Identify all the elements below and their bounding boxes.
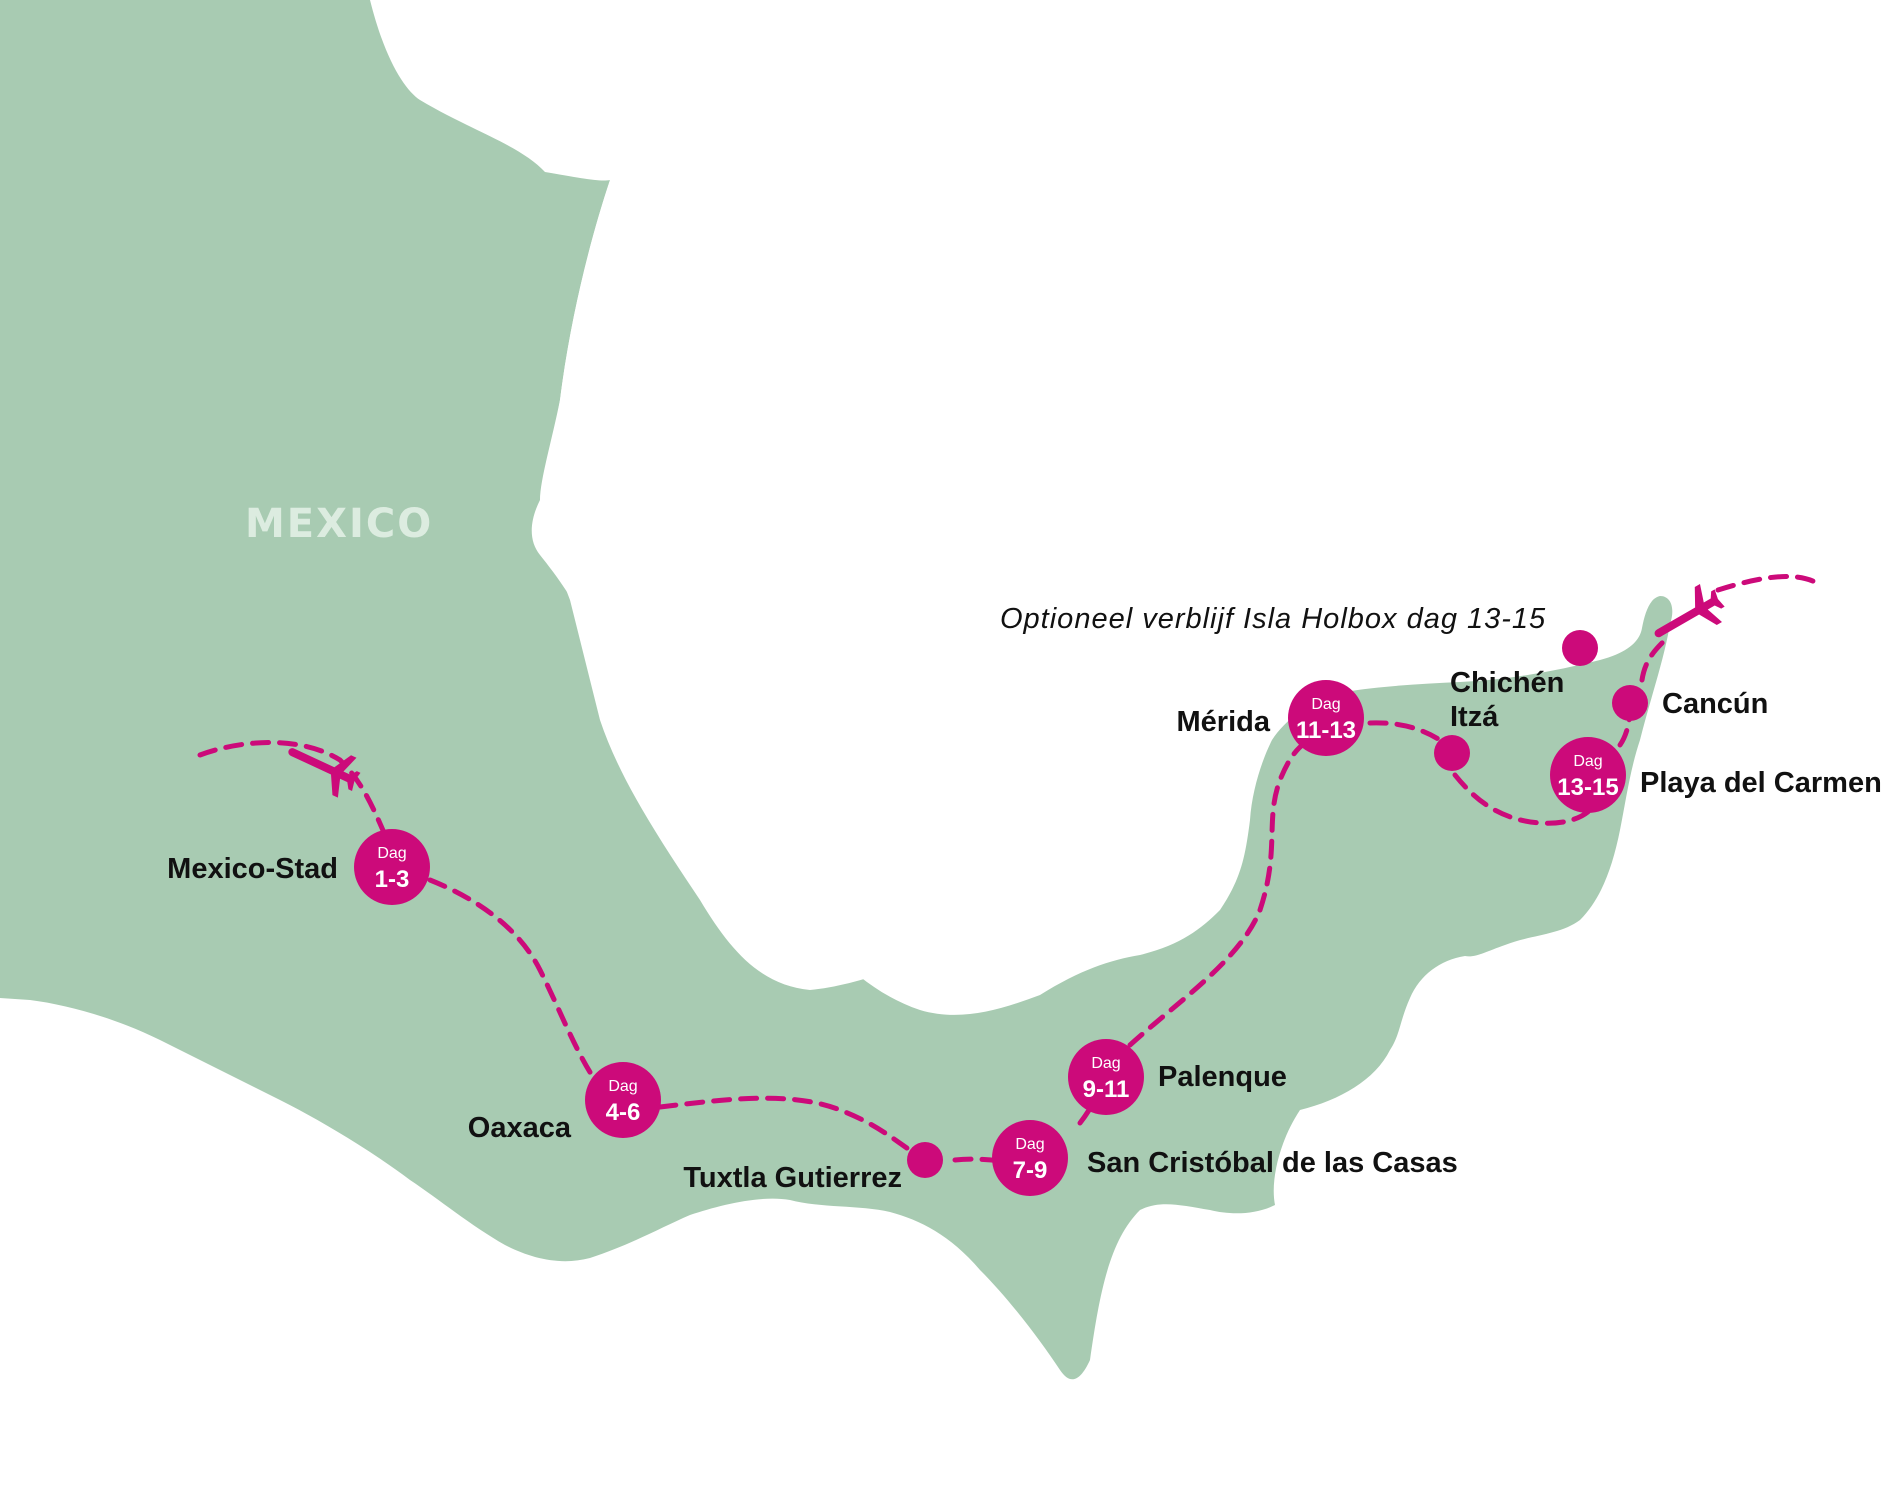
stop-badge-merida[interactable]: Dag 11-13 xyxy=(1288,680,1364,756)
stop-label-playa-del-carmen: Playa del Carmen xyxy=(1640,767,1882,799)
svg-text:9-11: 9-11 xyxy=(1083,1076,1130,1103)
svg-text:Dag: Dag xyxy=(1091,1055,1120,1072)
stop-label-cancun: Cancún xyxy=(1662,688,1768,720)
stop-badge-san-cristobal[interactable]: Dag 7-9 xyxy=(992,1120,1068,1196)
svg-text:13-15: 13-15 xyxy=(1557,774,1618,801)
stop-dot-isla-holbox[interactable] xyxy=(1562,630,1598,666)
note-isla-holbox: Optioneel verblijf Isla Holbox dag 13-15 xyxy=(1000,603,1546,635)
country-label: MEXICO xyxy=(245,501,433,547)
stop-label-itza: Itzá xyxy=(1450,701,1499,733)
land-mass xyxy=(0,0,1673,1380)
stop-label-oaxaca: Oaxaca xyxy=(468,1112,572,1144)
stop-dot-tuxtla[interactable] xyxy=(907,1142,943,1178)
stop-label-merida: Mérida xyxy=(1177,706,1271,738)
svg-text:1-3: 1-3 xyxy=(375,866,410,893)
stop-dot-chichen-itza[interactable] xyxy=(1434,735,1470,771)
stop-label-chichen: Chichén xyxy=(1450,667,1564,699)
stop-badge-oaxaca[interactable]: Dag 4-6 xyxy=(585,1062,661,1138)
svg-text:Dag: Dag xyxy=(1015,1136,1044,1153)
stop-badge-palenque[interactable]: Dag 9-11 xyxy=(1068,1039,1144,1115)
stop-badge-playa-del-carmen[interactable]: Dag 13-15 xyxy=(1550,737,1626,813)
stop-label-tuxtla: Tuxtla Gutierrez xyxy=(683,1162,902,1194)
airplane-icon xyxy=(288,748,361,798)
stop-badge-mexico-stad[interactable]: Dag 1-3 xyxy=(354,829,430,905)
stop-label-mexico-stad: Mexico-Stad xyxy=(167,853,338,885)
svg-text:Dag: Dag xyxy=(1573,753,1602,770)
svg-text:Dag: Dag xyxy=(377,845,406,862)
svg-text:Dag: Dag xyxy=(608,1078,637,1095)
stop-dot-cancun[interactable] xyxy=(1612,685,1648,721)
stop-label-san-cristobal: San Cristóbal de las Casas xyxy=(1087,1147,1458,1179)
svg-text:7-9: 7-9 xyxy=(1013,1157,1048,1184)
stop-label-palenque: Palenque xyxy=(1158,1061,1287,1093)
airplane-icon xyxy=(1654,583,1725,638)
svg-text:11-13: 11-13 xyxy=(1296,717,1356,744)
svg-text:Dag: Dag xyxy=(1311,696,1340,713)
gulf-water xyxy=(540,178,1157,990)
route-line xyxy=(197,574,1818,1165)
svg-text:4-6: 4-6 xyxy=(606,1099,641,1126)
